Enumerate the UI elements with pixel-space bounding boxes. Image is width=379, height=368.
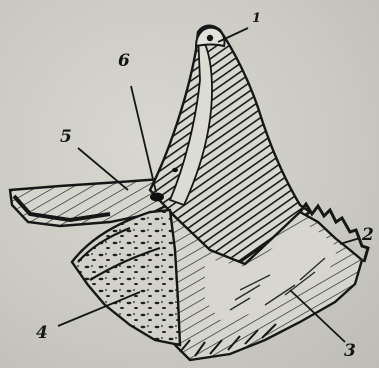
leader-line-2 xyxy=(340,238,360,244)
label-4: 4 xyxy=(36,323,48,343)
small-foramen xyxy=(172,168,178,172)
label-1: 1 xyxy=(252,11,261,26)
label-6: 6 xyxy=(118,51,130,71)
label-5: 5 xyxy=(60,127,72,147)
label-3: 3 xyxy=(344,341,356,361)
spine-tip-dot xyxy=(207,35,213,41)
foramen xyxy=(150,193,164,202)
leader-line-6 xyxy=(131,86,156,192)
label-2: 2 xyxy=(361,225,374,245)
